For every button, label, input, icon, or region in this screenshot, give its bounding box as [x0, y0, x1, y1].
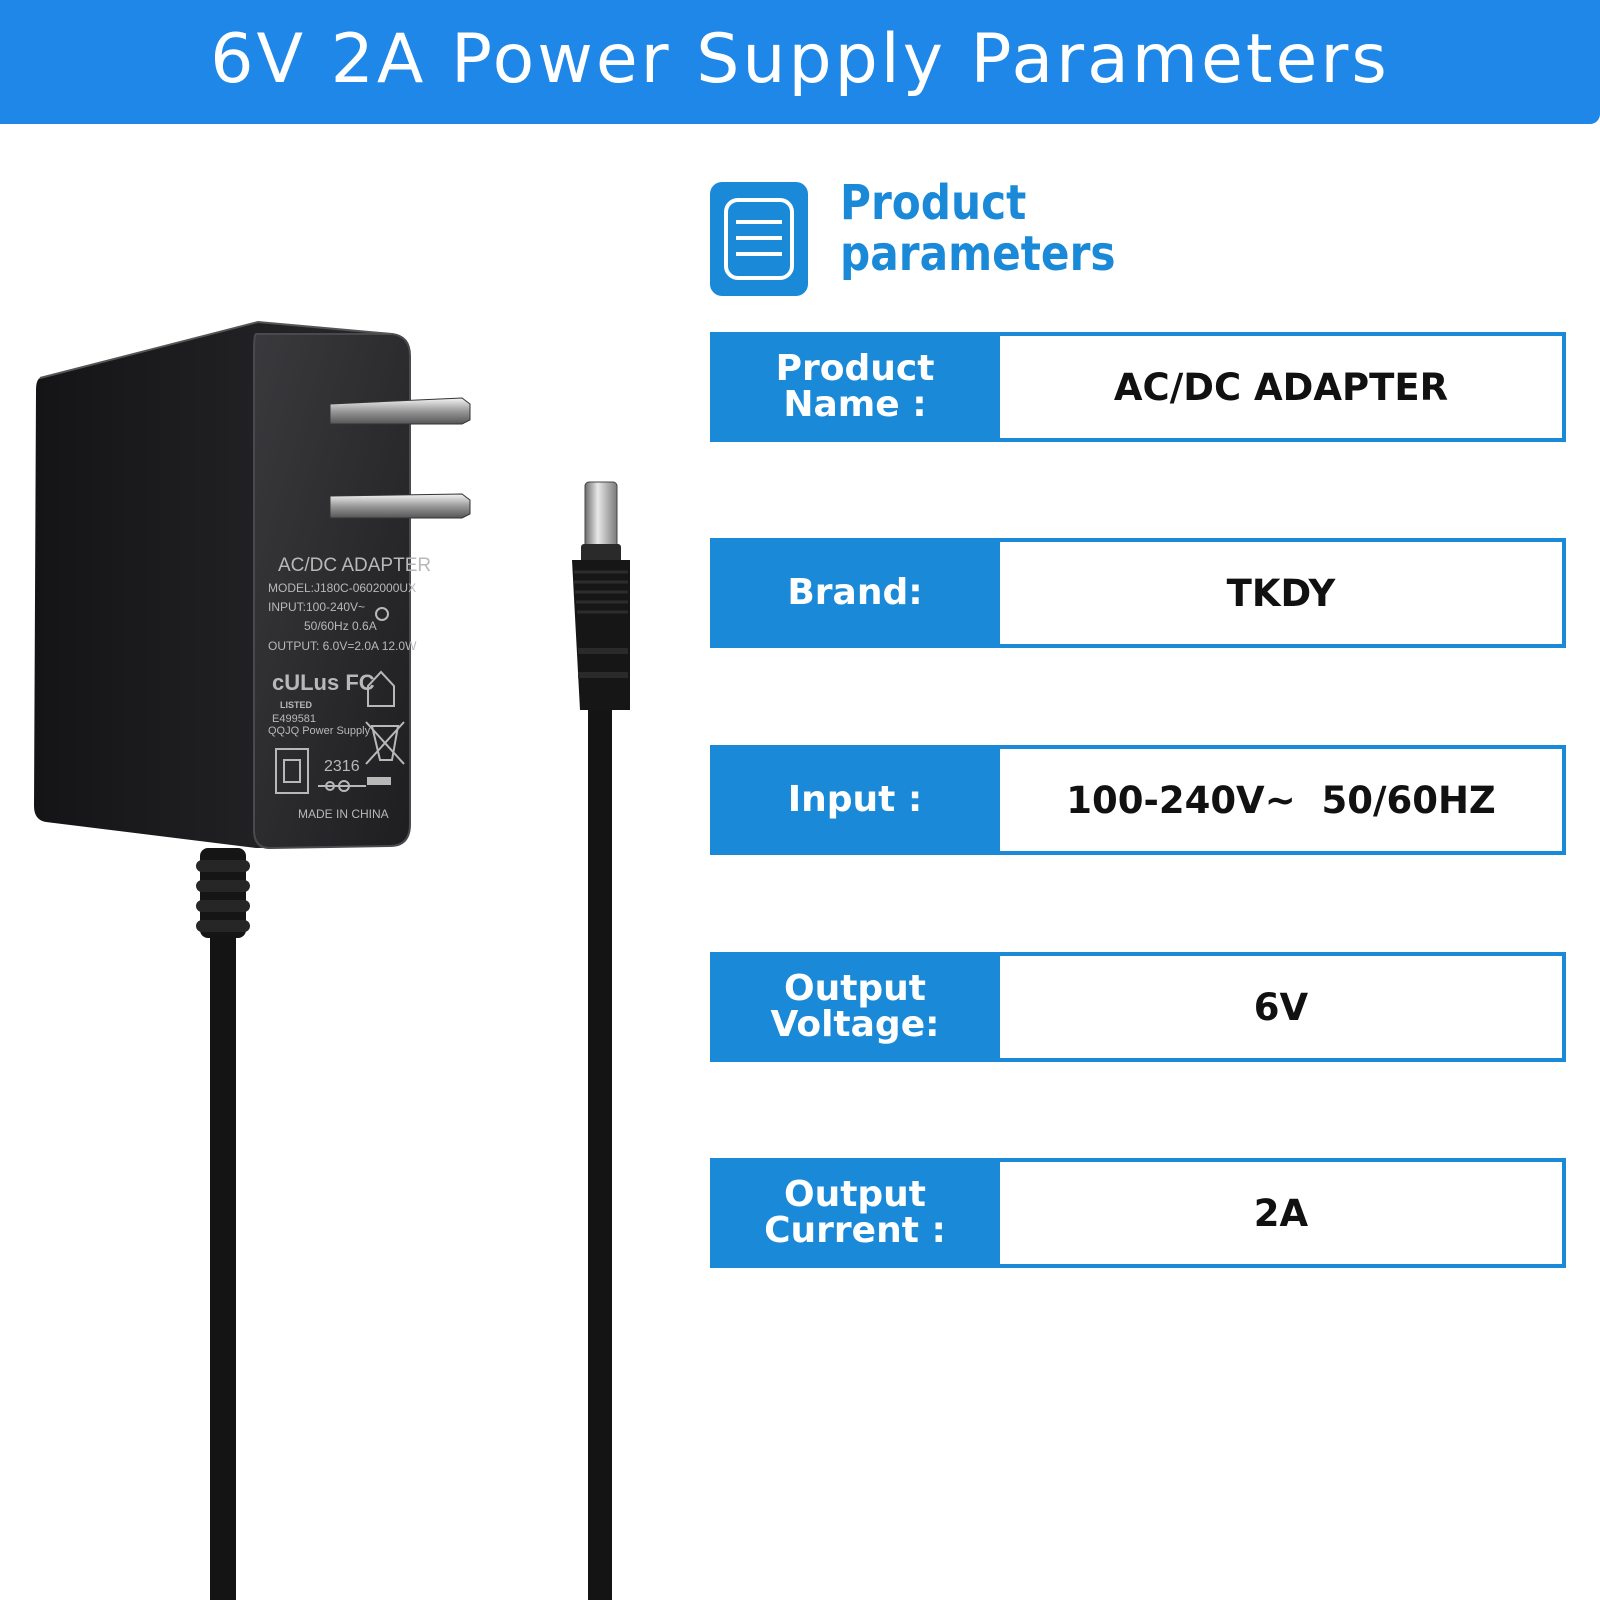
param-value: 100-240V~ 50/60HZ — [1000, 745, 1566, 855]
house-icon — [367, 670, 395, 707]
adapter-product-image: AC/DC ADAPTER MODEL:J180C-0602000UX INPU… — [34, 320, 630, 1600]
param-row-output-voltage: Output Voltage: 6V — [710, 952, 1566, 1062]
adapter-label-date-code: 2316 — [324, 758, 360, 775]
adapter-label-title: AC/DC ADAPTER — [278, 555, 431, 576]
adapter-label-listed: LISTED — [280, 700, 313, 710]
adapter-label-frequency: 50/60Hz 0.6A — [304, 619, 377, 633]
param-label: Brand: — [710, 538, 1000, 648]
param-row-output-current: Output Current : 2A — [710, 1158, 1566, 1268]
param-label: Product Name : — [710, 332, 1000, 442]
plug-prongs — [329, 397, 471, 519]
adapter-label-origin: MADE IN CHINA — [298, 807, 389, 821]
adapter-label-model: MODEL:J180C-0602000UX — [268, 581, 416, 595]
double-insulation-icon — [275, 748, 309, 794]
title-banner: 6V 2A Power Supply Parameters — [0, 0, 1600, 124]
param-row-brand: Brand: TKDY — [710, 538, 1566, 648]
adapter-label-output: OUTPUT: 6.0V=2.0A 12.0W — [268, 639, 417, 653]
param-label: Input : — [710, 745, 1000, 855]
adapter-label-input: INPUT:100-240V~ — [268, 600, 365, 614]
power-cable — [210, 936, 236, 1600]
document-lines-icon — [710, 182, 808, 296]
polarity-icon — [318, 780, 366, 792]
dc-cable — [588, 710, 612, 1600]
section-title: Product parameters — [840, 175, 1116, 282]
adapter-label-file-number: E499581 — [272, 713, 316, 725]
weee-bin-icon — [365, 721, 405, 765]
param-value: 6V — [1000, 952, 1566, 1062]
adapter-label: AC/DC ADAPTER MODEL:J180C-0602000UX INPU… — [268, 555, 431, 821]
adapter-label-marks: cULus FC — [272, 670, 375, 695]
strain-relief — [196, 848, 250, 938]
param-row-product-name: Product Name : AC/DC ADAPTER — [710, 332, 1566, 442]
param-value: TKDY — [1000, 538, 1566, 648]
section-header: Product parameters — [710, 178, 1590, 296]
adapter-body — [34, 320, 411, 850]
param-value: 2A — [1000, 1158, 1566, 1268]
adapter-label-maker: QQJQ Power Supply — [268, 725, 371, 737]
certification-mark-icon — [375, 607, 389, 621]
param-label: Output Current : — [710, 1158, 1000, 1268]
page-title: 6V 2A Power Supply Parameters — [210, 19, 1390, 99]
dc-barrel-plug — [572, 481, 630, 710]
param-label: Output Voltage: — [710, 952, 1000, 1062]
param-value: AC/DC ADAPTER — [1000, 332, 1566, 442]
param-row-input: Input : 100-240V~ 50/60HZ — [710, 745, 1566, 855]
